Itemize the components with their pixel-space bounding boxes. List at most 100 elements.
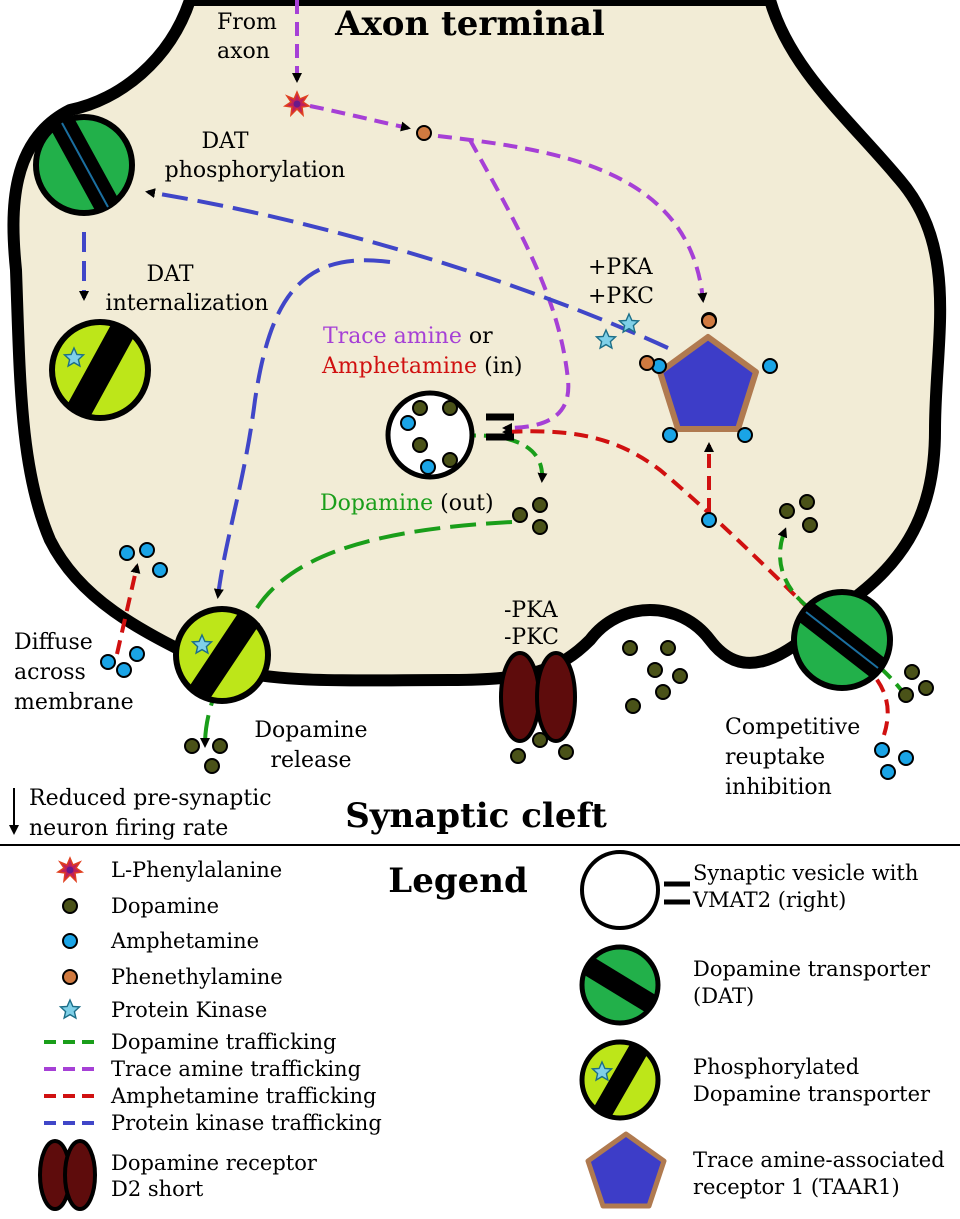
dopamine-molecule-icon — [412, 400, 428, 416]
legend-right-label-1: Trace amine-associated — [693, 1148, 945, 1172]
dopamine-molecule-icon — [62, 898, 78, 914]
label-amphetamine-in: Amphetamine (in) — [321, 354, 522, 379]
dopamine-molecule-icon — [622, 640, 638, 656]
dat-transporter-right — [791, 589, 893, 691]
amphetamine-path-to-vesicle — [502, 426, 890, 736]
legend-right-label-2: (DAT) — [693, 984, 754, 1008]
legend-right-label-1: Dopamine transporter — [693, 957, 931, 981]
legend-label: L-Phenylalanine — [111, 858, 282, 882]
dopamine-molecule-icon — [412, 437, 428, 453]
label-diffuse-1: Diffuse — [14, 630, 93, 655]
legend-vesicle-icon — [580, 850, 690, 930]
label-trace-amine-or: Trace amine or — [323, 324, 493, 349]
dopamine-molecule-icon — [512, 507, 528, 523]
label-competitive-1: Competitive — [725, 715, 860, 740]
label-dopamine-out: Dopamine (out) — [320, 491, 494, 516]
legend-label: Protein kinase trafficking — [111, 1111, 382, 1135]
legend-label: Phenethylamine — [111, 965, 283, 989]
dopamine-molecule-icon — [799, 494, 815, 510]
amphetamine-molecule-icon — [139, 542, 155, 558]
label-diffuse-2: across — [14, 660, 86, 685]
dopamine-molecule-icon — [558, 744, 574, 760]
label-competitive-3: inhibition — [725, 775, 832, 800]
kinase-path-to-dat — [145, 188, 669, 350]
amphetamine-molecule-icon — [701, 512, 717, 528]
dopamine-molecule-icon — [532, 497, 548, 513]
label-dat-phos-2: phosphorylation — [165, 158, 346, 183]
label-release-1: Dopamine — [254, 718, 367, 743]
legend-receptor-icon — [38, 1139, 97, 1211]
label-reduced-1: Reduced pre-synaptic — [29, 786, 272, 811]
dopamine-molecule-icon — [204, 758, 220, 774]
dopamine-molecule-icon — [660, 640, 676, 656]
legend-label: Trace amine trafficking — [111, 1057, 361, 1081]
label-trace-amine: Trace amine — [323, 324, 462, 349]
dopamine-molecule-icon — [442, 452, 458, 468]
amphetamine-molecule-icon — [400, 415, 416, 431]
label-pkc-plus: +PKC — [588, 284, 654, 309]
legend-right-label-2: VMAT2 (right) — [692, 888, 846, 912]
axon-terminal-title: Axon terminal — [334, 4, 605, 44]
dat-phosphorylated-membrane — [173, 606, 271, 704]
dopamine-molecule-icon — [802, 517, 818, 533]
dat-internalized — [49, 319, 151, 421]
synaptic-cleft-title: Synaptic cleft — [345, 796, 607, 836]
label-out: (out) — [433, 491, 493, 516]
protein-kinase-icon — [59, 999, 81, 1019]
amphetamine-molecule-icon — [62, 933, 78, 949]
legend-receptor-label-1: Dopamine receptor — [111, 1151, 318, 1175]
dopamine-molecule-icon — [532, 732, 548, 748]
amphetamine-molecule-icon — [874, 742, 890, 758]
amphetamine-molecule-icon — [737, 427, 753, 443]
label-diffuse-3: membrane — [14, 690, 134, 715]
legend-label: Dopamine — [111, 894, 219, 918]
amphetamine-molecule-icon — [119, 545, 135, 561]
amphetamine-molecule-icon — [420, 459, 436, 475]
phenethylamine-molecule-icon — [639, 355, 655, 371]
legend-label: Amphetamine trafficking — [110, 1084, 377, 1108]
l-phenylalanine-icon — [57, 857, 83, 882]
label-dopamine: Dopamine — [320, 491, 433, 516]
dopamine-molecule-icon — [647, 662, 663, 678]
phenethylamine-molecule-icon — [62, 969, 78, 985]
legend-receptor-label-2: D2 short — [111, 1177, 204, 1201]
dopamine-molecule-icon — [510, 748, 526, 764]
legend-right-label-1: Synaptic vesicle with — [693, 861, 918, 885]
legend-dat-icon — [579, 944, 661, 1026]
dopamine-molecule-icon — [672, 668, 688, 684]
label-pka-plus: +PKA — [588, 255, 654, 280]
legend-phos-dat-icon — [579, 1039, 661, 1121]
label-amphetamine: Amphetamine — [321, 354, 477, 379]
amphetamine-path-diffuse — [115, 563, 141, 655]
dopamine-molecule-icon — [898, 687, 914, 703]
legend-label: Amphetamine — [110, 929, 259, 953]
dopamine-molecule-icon — [918, 680, 934, 696]
legend-right-label-2: receptor 1 (TAAR1) — [693, 1175, 900, 1199]
label-or: or — [462, 324, 493, 349]
legend-label: Dopamine trafficking — [111, 1030, 337, 1054]
dopamine-molecule-icon — [904, 664, 920, 680]
legend-left-column: L-PhenylalanineDopamineAmphetaminePhenet… — [44, 857, 382, 1135]
label-dat-int-1: DAT — [147, 262, 194, 287]
amphetamine-molecule-icon — [662, 427, 678, 443]
dopamine-molecule-icon — [442, 400, 458, 416]
label-from-axon-1: From — [217, 10, 277, 35]
label-pkc-minus: -PKC — [504, 625, 559, 650]
label-dat-phos-1: DAT — [202, 129, 249, 154]
legend-title: Legend — [388, 861, 527, 901]
molecules-layer — [100, 125, 934, 780]
dopamine-path-from-vesicle — [439, 433, 548, 483]
dopamine-molecule-icon — [532, 519, 548, 535]
legend-right-label-1: Phosphorylated — [693, 1055, 859, 1079]
amphetamine-molecule-icon — [129, 646, 145, 662]
dopamine-molecule-icon — [655, 684, 671, 700]
phenethylamine-molecule-icon — [701, 313, 717, 329]
trace-amine-path-to-taar1 — [437, 134, 708, 303]
dopamine-molecule-icon — [212, 738, 228, 754]
d2-receptor-cleft — [499, 651, 577, 743]
legend-right-label-2: Dopamine transporter — [693, 1082, 931, 1106]
label-dat-int-2: internalization — [106, 291, 269, 316]
label-from-axon-2: axon — [217, 39, 270, 64]
